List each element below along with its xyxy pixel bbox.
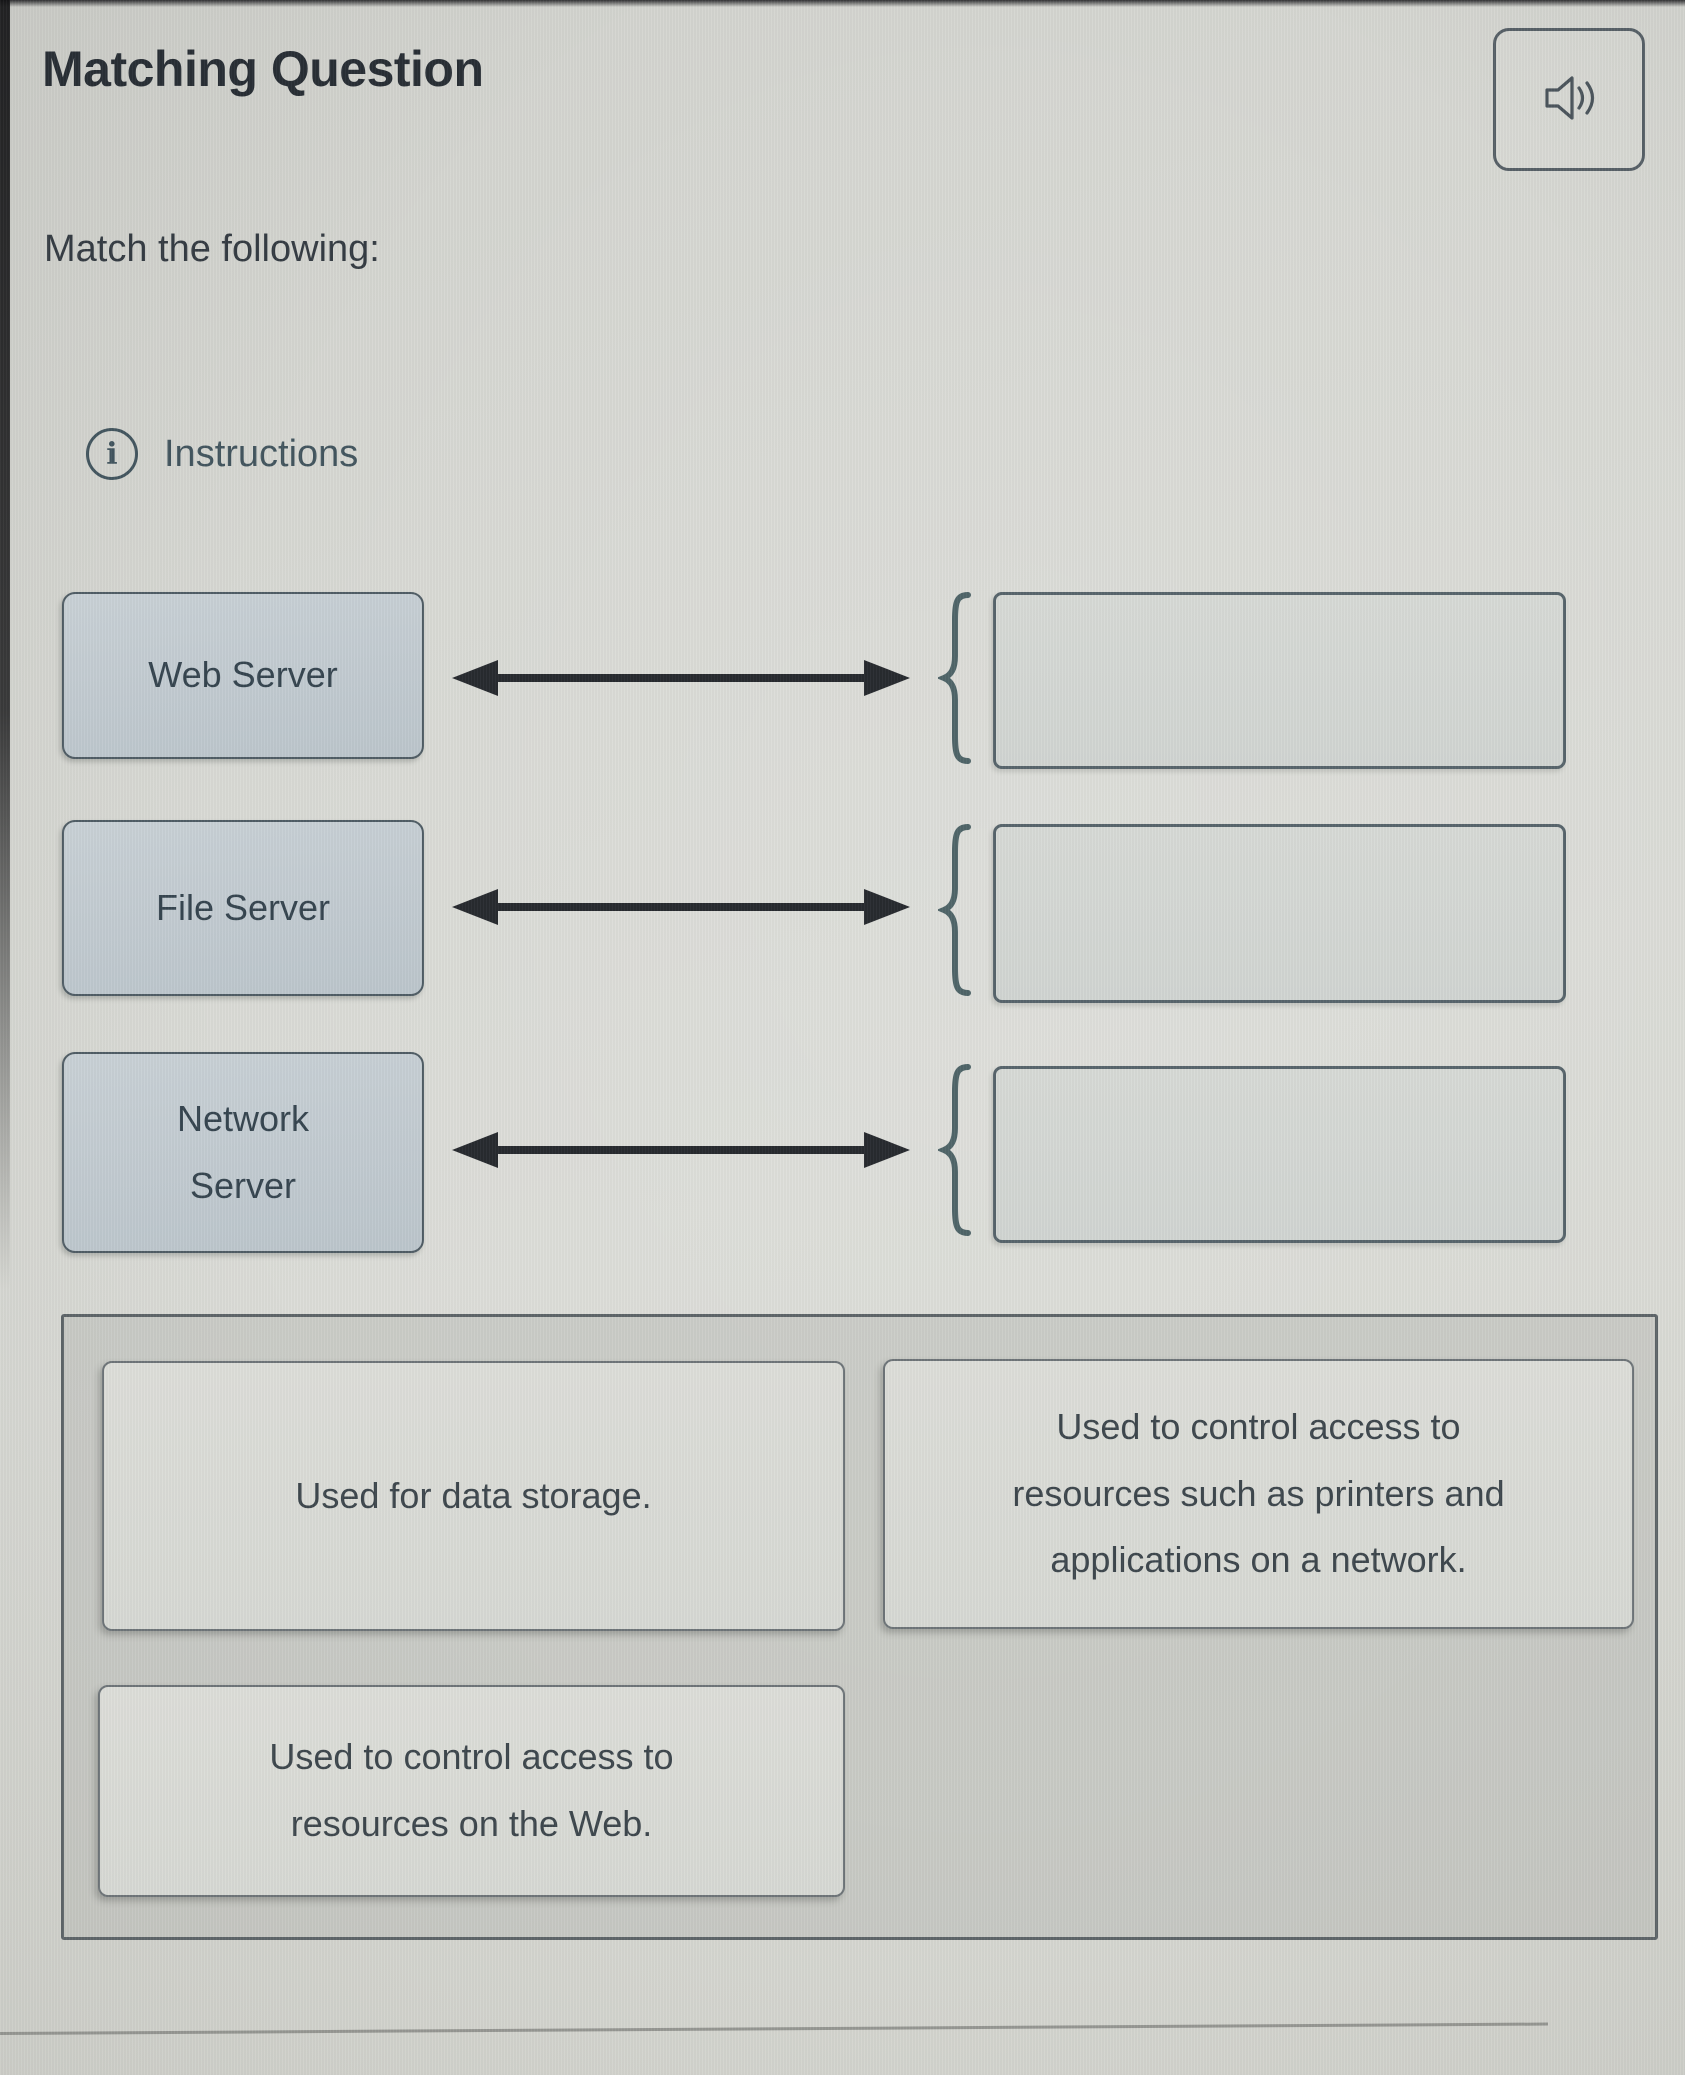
drop-zone-file-server[interactable] [993,824,1566,1003]
photo-left-edge [0,0,10,1290]
audio-play-button[interactable] [1493,28,1645,171]
term-label: Network Server [176,1097,310,1206]
answer-card-data-storage[interactable]: Used for data storage. [102,1361,845,1631]
instructions-label: Instructions [164,432,359,475]
page-title: Matching Question [42,41,484,97]
term-label: Web Server [148,654,338,696]
curly-brace [938,824,971,996]
photo-top-edge [0,0,1685,7]
term-box-network-server: Network Server [62,1052,424,1253]
match-arrow [452,660,910,696]
term-label: File Server [155,886,331,928]
term-box-web-server: Web Server [62,592,424,759]
answer-card-network-resources[interactable]: Used to control access to resources such… [883,1359,1634,1629]
info-icon: i [86,428,138,480]
match-arrow [452,889,910,925]
term-box-file-server: File Server [62,820,424,996]
curly-brace [938,1064,971,1236]
answer-card-text: Used to control access to resources such… [1012,1405,1505,1581]
answer-card-web-resources[interactable]: Used to control access to resources on t… [98,1685,845,1897]
answer-card-text: Used to control access to resources on t… [269,1736,674,1844]
answer-card-text: Used for data storage. [295,1474,652,1516]
drop-zone-web-server[interactable] [993,592,1566,769]
instructions-link[interactable]: i Instructions [86,428,358,480]
question-prompt: Match the following: [44,228,380,270]
curly-brace [938,592,971,764]
match-arrow [452,1132,910,1168]
photo-desk-edge-line [0,2022,1548,2035]
drop-zone-network-server[interactable] [993,1066,1566,1243]
speaker-icon [1537,70,1601,129]
word-bank: Used for data storage. Used to control a… [61,1314,1658,1940]
